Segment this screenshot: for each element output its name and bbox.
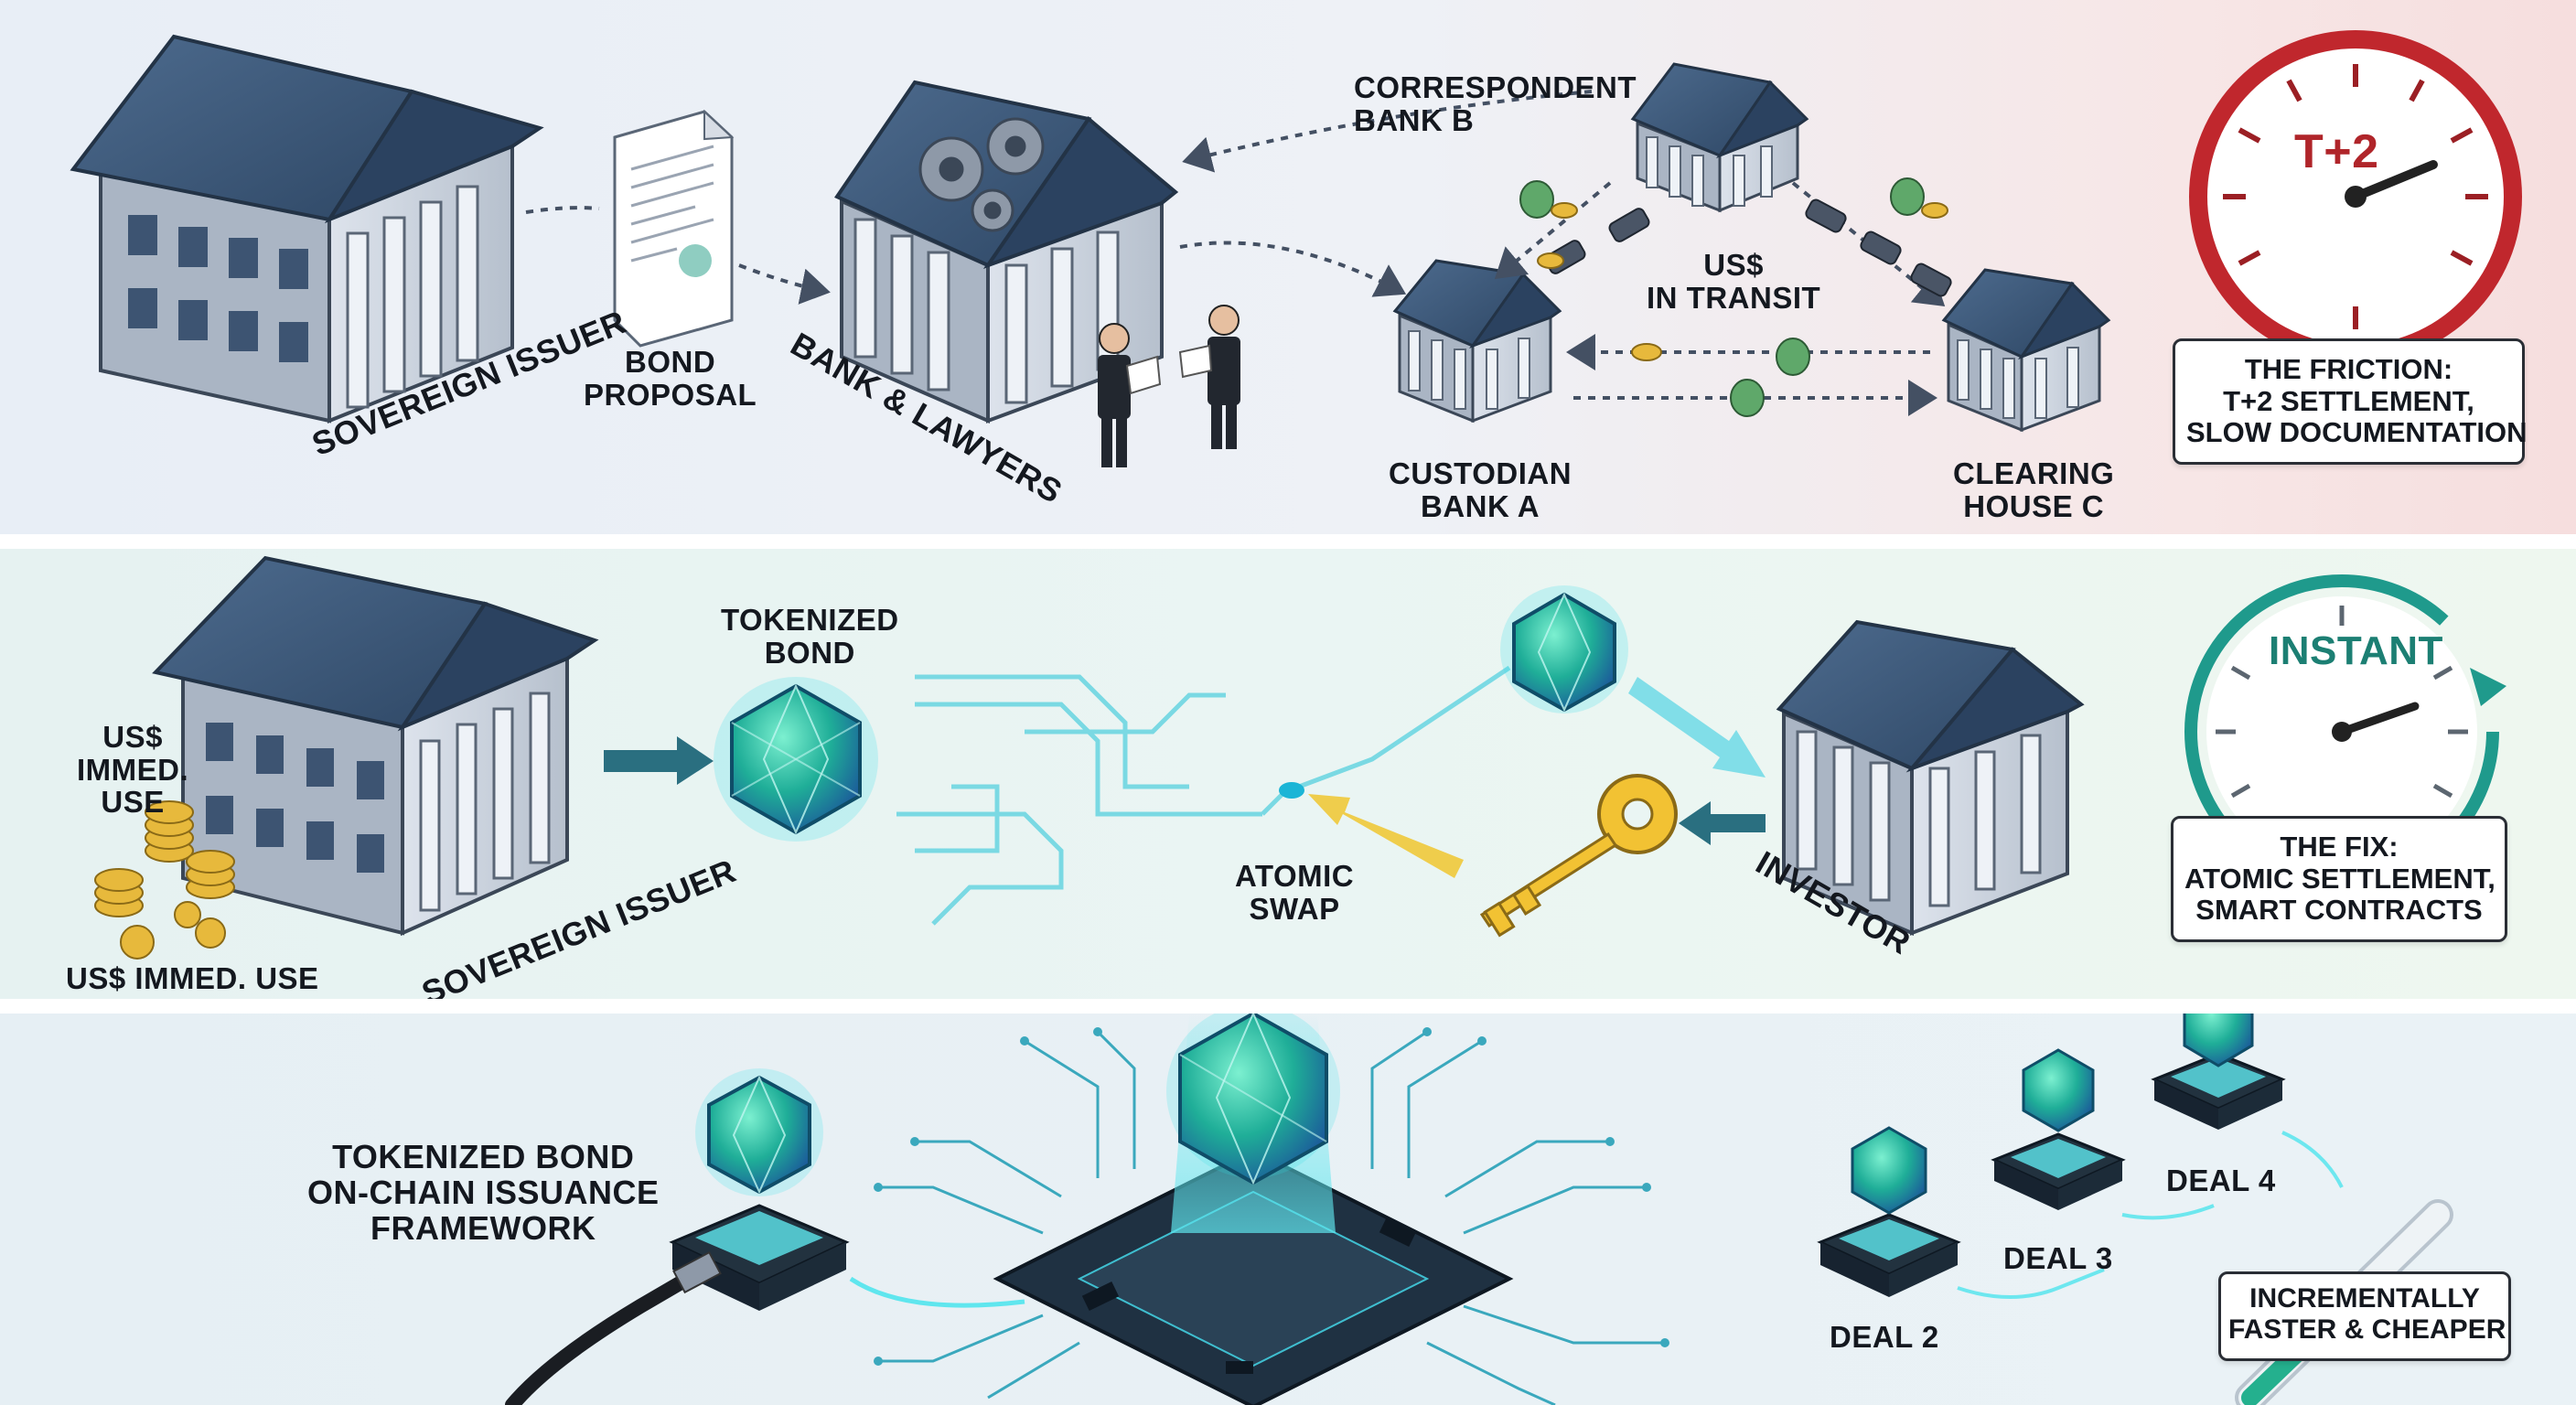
in-transit-label: US$IN TRANSIT (1647, 248, 1821, 315)
coin-icon (94, 800, 235, 960)
clock-icon (2184, 574, 2506, 889)
panel-divider (0, 999, 2576, 1014)
businessman-icon (1098, 323, 1162, 467)
clock-icon (2189, 30, 2522, 363)
token-icon (1500, 585, 1628, 713)
t-plus-2-label: T+2 (2294, 125, 2379, 178)
fix-illustration (94, 555, 2506, 960)
friction-illustration (70, 30, 2522, 467)
businessman-icon (1178, 305, 1240, 449)
panel-divider (0, 534, 2576, 549)
usd-immed-use-label: US$ IMMED. USE (66, 961, 319, 995)
deal-4-device-icon (2151, 1014, 2286, 1130)
fix-callout: THE FIX:ATOMIC SETTLEMENT,SMART CONTRACT… (2171, 816, 2507, 942)
gears-icon (918, 117, 1045, 232)
circuit-traces (878, 1030, 1665, 1405)
fix-panel: US$IMMED.USE US$ IMMED. USE SOVEREIGN IS… (0, 549, 2576, 999)
token-icon (714, 677, 878, 842)
token-device-icon (669, 1068, 850, 1311)
coin-icon (1537, 202, 1948, 361)
money-bag-icon (1519, 177, 1925, 417)
usd-immed-use-stacked-label: US$IMMED.USE (77, 720, 189, 820)
deal-3-label: DEAL 3 (2003, 1241, 2113, 1275)
chip-icon (993, 1148, 1514, 1405)
token-icon (1166, 1014, 1340, 1185)
bank-building-icon (1392, 259, 1562, 424)
friction-callout: THE FRICTION:T+2 SETTLEMENT,SLOW DOCUMEN… (2173, 338, 2528, 465)
deal-2-device-icon (1817, 1126, 1961, 1297)
bank-building-icon (1941, 268, 2111, 433)
car-icon (1544, 198, 1952, 297)
deal-4-label: DEAL 4 (2166, 1164, 2276, 1197)
circuit-lines (896, 665, 1511, 926)
atomic-swap-node (1279, 782, 1304, 799)
document-icon (613, 109, 735, 348)
sovereign-issuer-building-icon (70, 34, 544, 424)
usb-cable-icon (505, 1250, 1025, 1405)
deal-2-label: DEAL 2 (1830, 1320, 1939, 1354)
bank-building-icon (1776, 619, 2085, 937)
sovereign-issuer-building-icon (152, 555, 599, 937)
instant-label: INSTANT (2269, 628, 2443, 673)
key-icon (1479, 774, 1678, 938)
bank-building-icon (1630, 62, 1809, 213)
deal-3-device-icon (1991, 1048, 2126, 1210)
